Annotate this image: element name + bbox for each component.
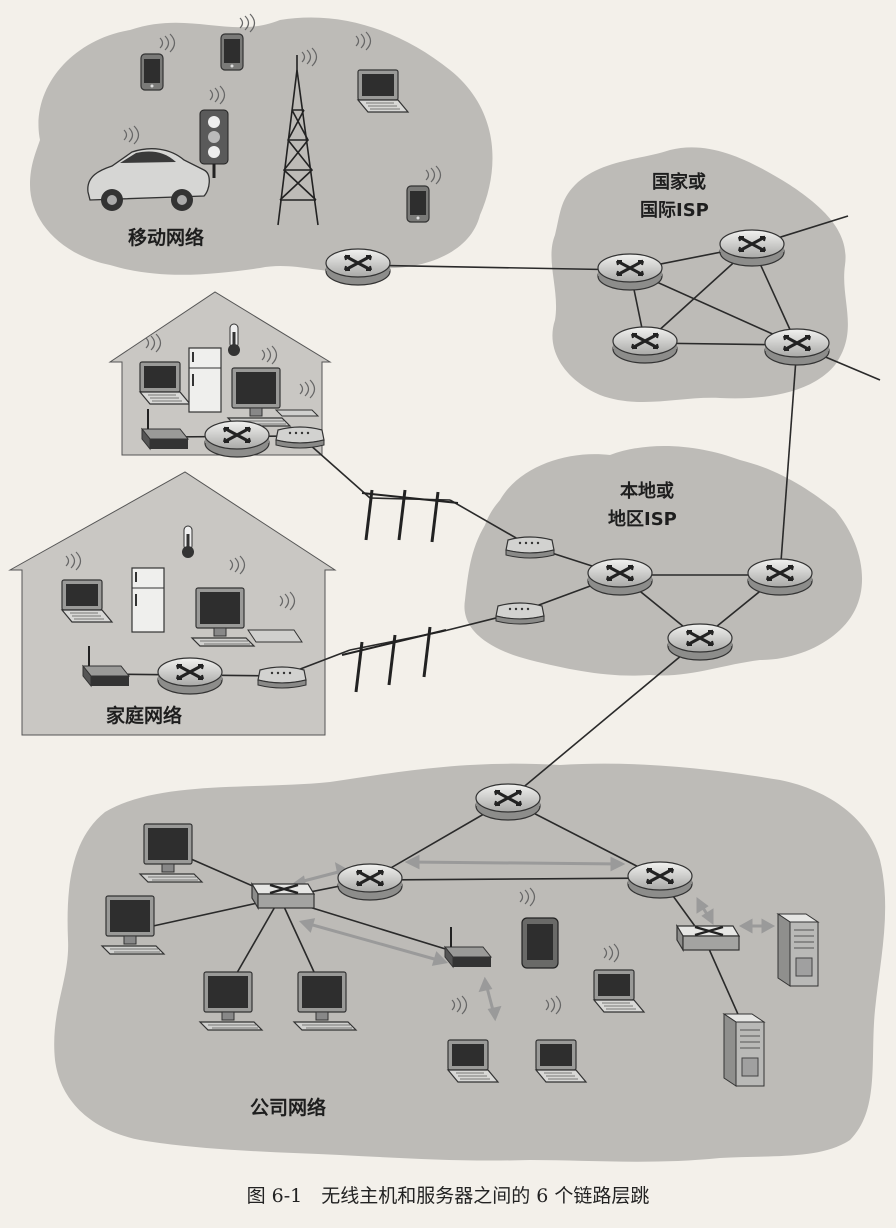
router-icon: [718, 228, 786, 268]
cable-modem-icon: [505, 536, 555, 559]
router-icon: [626, 860, 694, 900]
national-isp-label-line1: 国家或: [652, 171, 706, 193]
router-icon: [203, 419, 271, 459]
router-icon: [666, 622, 734, 662]
mobile-network-label: 移动网络: [128, 226, 204, 249]
tablet-icon: [521, 917, 559, 969]
router-icon: [336, 862, 404, 902]
server-icon: [723, 1013, 765, 1087]
server-icon: [777, 913, 819, 987]
link-layer-switch-icon: [675, 924, 741, 952]
router-icon: [763, 327, 831, 367]
smartphone-icon: [220, 33, 244, 71]
hop-arrows: [293, 854, 776, 1022]
cable-modem-icon: [275, 426, 325, 449]
mobile-network-cloud: [30, 17, 493, 275]
smartphone-icon: [406, 185, 430, 223]
local-isp-cloud: [464, 445, 863, 676]
cable-modem-icon: [257, 666, 307, 689]
thermometer-icon: [227, 323, 241, 357]
router-icon: [586, 557, 654, 597]
national-isp-label-line2: 国际ISP: [640, 200, 709, 221]
local-isp-label-line1: 本地或: [620, 480, 674, 502]
car-icon: [87, 148, 210, 211]
thermometer-icon: [181, 525, 195, 559]
refrigerator-icon: [188, 347, 222, 413]
router-icon: [611, 325, 679, 365]
utility-poles: [341, 488, 459, 694]
home-network-house-lower: [8, 471, 337, 736]
router-icon: [156, 656, 224, 696]
router-icon: [324, 247, 392, 287]
link-layer-switch-icon: [250, 882, 316, 910]
router-icon: [596, 252, 664, 292]
cable-modem-icon: [495, 602, 545, 625]
router-icon: [746, 557, 814, 597]
figure-caption: 图 6-1 无线主机和服务器之间的 6 个链路层跳: [247, 1185, 650, 1207]
local-isp-label-line2: 地区ISP: [608, 508, 677, 530]
smartphone-icon: [140, 53, 164, 91]
traffic-light-icon: [199, 109, 229, 178]
router-icon: [474, 782, 542, 822]
keyboard-icon: [247, 629, 303, 643]
keyboard-icon: [274, 409, 320, 417]
refrigerator-icon: [131, 567, 165, 633]
enterprise-network-label: 公司网络: [250, 1096, 326, 1119]
cell-tower-icon: [277, 55, 319, 226]
home-network-label: 家庭网络: [106, 704, 182, 727]
